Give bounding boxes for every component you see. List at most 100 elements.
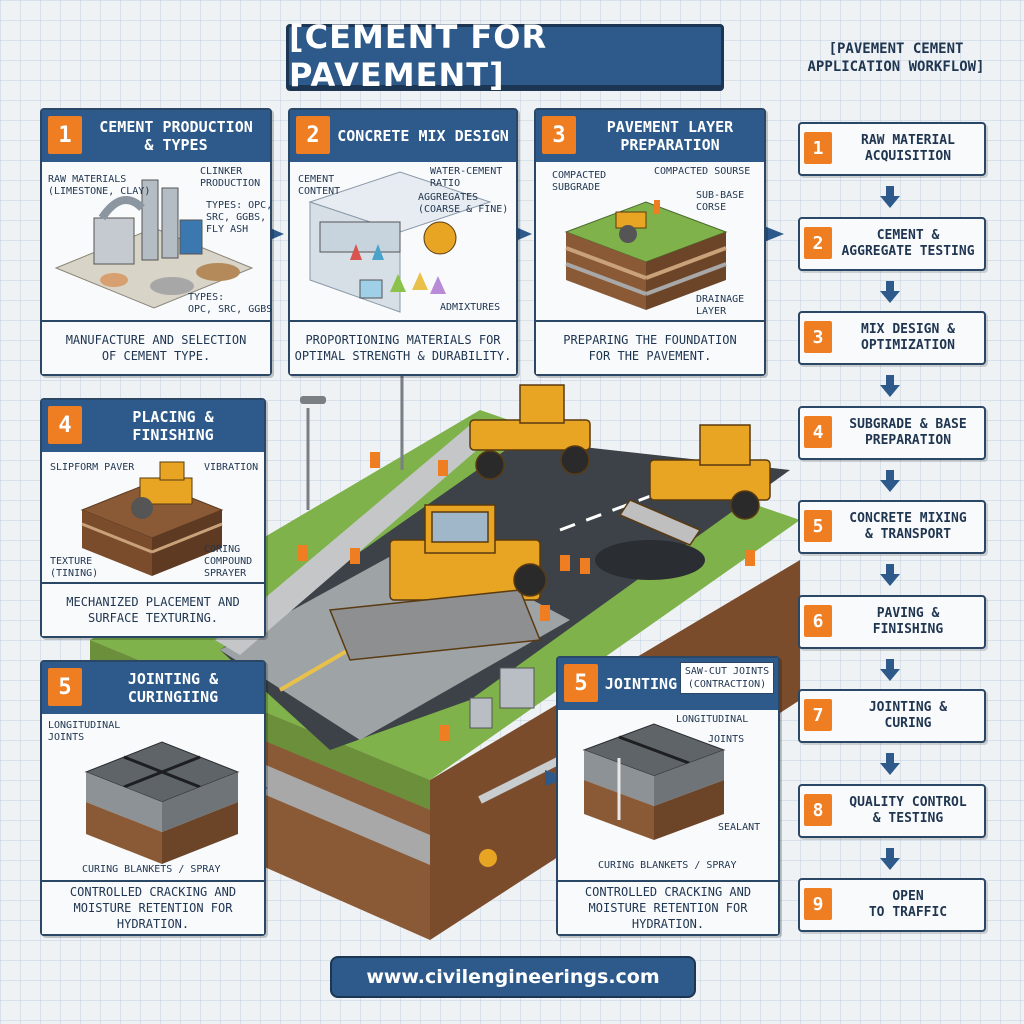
workflow-step-label-line: OPEN	[892, 889, 924, 904]
sidewalk	[215, 425, 500, 655]
workflow-step-label: MIX DESIGN &OPTIMIZATION	[836, 313, 980, 363]
utility-box	[499, 667, 535, 709]
workflow-step-label-line: OPTIMIZATION	[861, 338, 955, 353]
street-lamp-head	[300, 396, 326, 404]
panel-title: PLACING & FINISHING	[88, 400, 258, 452]
workflow-step-label-line: CURING	[884, 716, 932, 731]
panel-placing-finishing: 4 PLACING & FINISHING SLIPFORM PAVER VIB…	[40, 398, 266, 638]
paver-illustration	[80, 461, 224, 576]
step-number-badge: 5	[48, 668, 82, 706]
label-types-2: TYPES:OPC, SRC, GGBS	[188, 292, 273, 315]
panel-title: JOINTING & CURINGIING	[88, 662, 258, 714]
joint-slab-illustration	[84, 741, 240, 864]
saw-cut-tag: SAW-CUT JOINTS(CONTRACTION)	[680, 662, 774, 694]
workflow-step-label-line: FINISHING	[872, 622, 944, 637]
label-curing-blankets: CURING BLANKETS / SPRAY	[82, 864, 221, 875]
panel-title-line: CEMENT PRODUCTION	[99, 118, 253, 136]
label-raw-materials: RAW MATERIALS(LIMESTONE, CLAY)	[48, 174, 151, 197]
panel-header: 2 CONCRETE MIX DESIGN	[290, 110, 516, 162]
workflow-title: [PAVEMENT CEMENT APPLICATION WORKFLOW]	[788, 40, 1004, 76]
pipe	[478, 756, 562, 804]
step-number-badge: 3	[542, 116, 576, 154]
panel-title-line: JOINTING & CURINGIING	[127, 670, 219, 706]
panel-title-line: FINISHING	[132, 426, 214, 444]
panel-title-line: CONCRETE MIX DESIGN	[337, 127, 509, 145]
page-title: [CEMENT FOR PAVEMENT]	[286, 18, 724, 94]
panel-title-line: & TYPES	[144, 136, 208, 154]
pipe-valve	[479, 849, 497, 867]
down-arrow-icon	[880, 753, 900, 775]
panel-title-line: PREPARATION	[620, 136, 720, 154]
workflow-step-label-line: AGGREGATE TESTING	[841, 244, 975, 259]
label-slipform-paver: SLIPFORM PAVER	[50, 462, 135, 473]
workflow-step-label: CEMENT &AGGREGATE TESTING	[836, 219, 980, 269]
label-joints: JOINTS	[708, 734, 745, 745]
panel-header: 5 JOINTING & CURINGIING	[42, 662, 264, 714]
label-aggregates: AGGREGATES(COARSE & FINE)	[418, 192, 509, 215]
panel-title: CEMENT PRODUCTION & TYPES	[88, 110, 264, 162]
workflow-step-label-line: CONCRETE MIXING	[849, 511, 967, 526]
workflow-step-label-line: SUBGRADE & BASE	[849, 417, 967, 432]
paver-right	[618, 424, 771, 546]
down-arrow-icon	[880, 659, 900, 681]
panel-title: CONCRETE MIX DESIGN	[336, 110, 510, 162]
panel-header: 4 PLACING & FINISHING	[42, 400, 264, 452]
asphalt-pile	[595, 540, 705, 580]
workflow-step-label-line: QUALITY CONTROL	[849, 795, 967, 810]
workflow-step-number: 4	[804, 416, 832, 448]
workflow-step-number: 2	[804, 227, 832, 259]
arrow-p2-p3	[518, 228, 532, 240]
panel-title-line: PAVEMENT LAYER	[606, 118, 734, 136]
utility-box-2	[469, 697, 493, 729]
down-arrow-icon	[880, 564, 900, 586]
down-arrow-icon	[880, 375, 900, 397]
label-curing-blankets: CURING BLANKETS / SPRAY	[598, 860, 737, 871]
panel-title-line: PLACING &	[132, 408, 214, 426]
workflow-step-number: 6	[804, 605, 832, 637]
workflow-step-label-line: ACQUISITION	[864, 149, 952, 164]
panel-title: JOINTING	[604, 658, 678, 710]
panel-title: PAVEMENT LAYER PREPARATION	[582, 110, 758, 162]
workflow-step-label-line: CEMENT &	[876, 228, 940, 243]
workflow-step-label: CONCRETE MIXING& TRANSPORT	[836, 502, 980, 552]
panel-cement-production: 1 CEMENT PRODUCTION & TYPES RAW MATERIAL…	[40, 108, 272, 376]
label-texture: TEXTURE(TINING)	[50, 556, 99, 579]
saw-cut-slab-illustration	[582, 723, 726, 840]
workflow-step-label-line: PAVING &	[876, 606, 940, 621]
workflow-step-number: 5	[804, 510, 832, 542]
panel-header: 1 CEMENT PRODUCTION & TYPES	[42, 110, 270, 162]
workflow-step-label-line: MIX DESIGN &	[861, 322, 955, 337]
workflow-step-label-line: JOINTING &	[868, 700, 948, 715]
workflow-step-label-line: PREPARATION	[864, 433, 952, 448]
panel-header: 3 PAVEMENT LAYER PREPARATION	[536, 110, 764, 162]
workflow-step-label: JOINTING &CURING	[836, 691, 980, 741]
workflow-title-line2: APPLICATION WORKFLOW]	[807, 59, 985, 75]
label-types-1: TYPES: OPC,SRC, GGBS,FLY ASH	[206, 200, 273, 235]
motor-grader	[469, 384, 591, 480]
workflow-step-label-line: RAW MATERIAL	[861, 133, 955, 148]
label-sealant: SEALANT	[718, 822, 761, 833]
arrow-p1-p2	[270, 228, 284, 240]
workflow-step-number: 3	[804, 321, 832, 353]
down-arrow-icon	[880, 848, 900, 870]
workflow-step-number: 7	[804, 699, 832, 731]
workflow-step-number: 9	[804, 888, 832, 920]
